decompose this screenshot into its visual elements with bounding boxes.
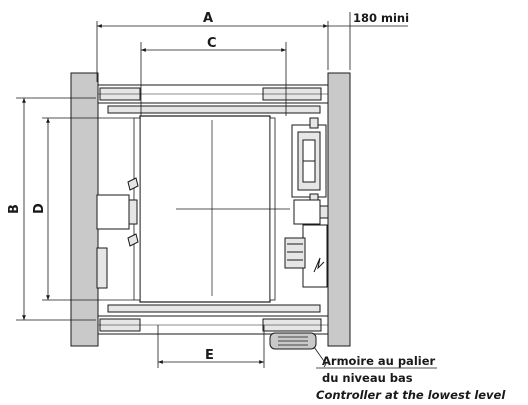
top-door-assembly [97,84,329,114]
dimension-clearance-label: 180 mini [353,11,409,25]
dimension-b-label: B [7,204,22,214]
dimension-d-label: D [32,203,47,214]
dimension-c-label: C [207,36,217,51]
dimension-clearance [328,12,408,70]
right-machine-assembly [284,117,329,288]
controller-note-line1: Armoire au palier [322,354,435,368]
dimension-c [140,42,287,116]
controller-note-line2: du niveau bas [322,371,413,385]
dimension-d [42,117,134,301]
dimension-a-label: A [203,11,213,26]
dimension-e-label: E [205,348,214,363]
dimension-a [96,21,329,82]
controller-cabinet [269,332,317,350]
dimension-e [157,325,265,368]
controller-note-line3: Controller at the lowest level [316,388,506,402]
controller-leader [313,346,327,368]
dimension-b [16,97,96,321]
bottom-door-assembly [97,304,329,335]
right-wall [327,72,351,347]
left-wall [70,72,99,347]
left-guide-block [96,177,139,289]
